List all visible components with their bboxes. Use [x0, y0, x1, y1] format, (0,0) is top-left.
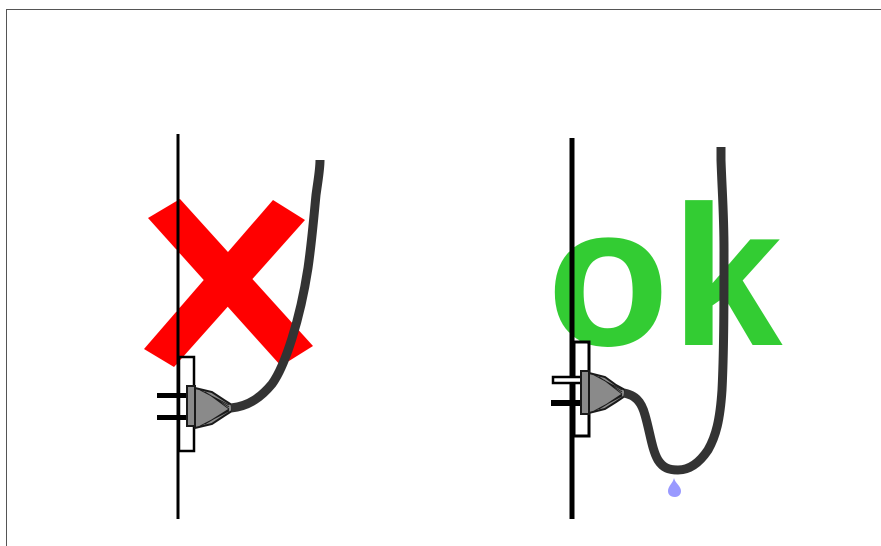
water-drop-icon: [668, 478, 681, 497]
plug-prong-bottom-right: [551, 400, 583, 406]
plug-head-left: [194, 386, 233, 430]
plug-ridges-right: [593, 374, 623, 412]
plug-prong-top-right: [551, 375, 585, 385]
plug-body-left: [186, 385, 233, 430]
plug-prong-bottom-left: [157, 415, 189, 420]
right-panel: ok: [547, 138, 784, 519]
power-cable-left: [230, 159, 325, 413]
x-stroke-2: [144, 200, 305, 367]
diagram-frame: [6, 9, 881, 546]
plug-face-left: [186, 385, 196, 427]
red-x-mark-icon: [144, 199, 313, 367]
left-panel: [144, 134, 325, 519]
ok-label: ok: [547, 165, 784, 388]
power-cable-right: [622, 147, 729, 475]
plug-face-right: [580, 370, 590, 415]
plug-ridges-left: [199, 389, 230, 427]
plug-prong-top-left: [157, 393, 189, 398]
